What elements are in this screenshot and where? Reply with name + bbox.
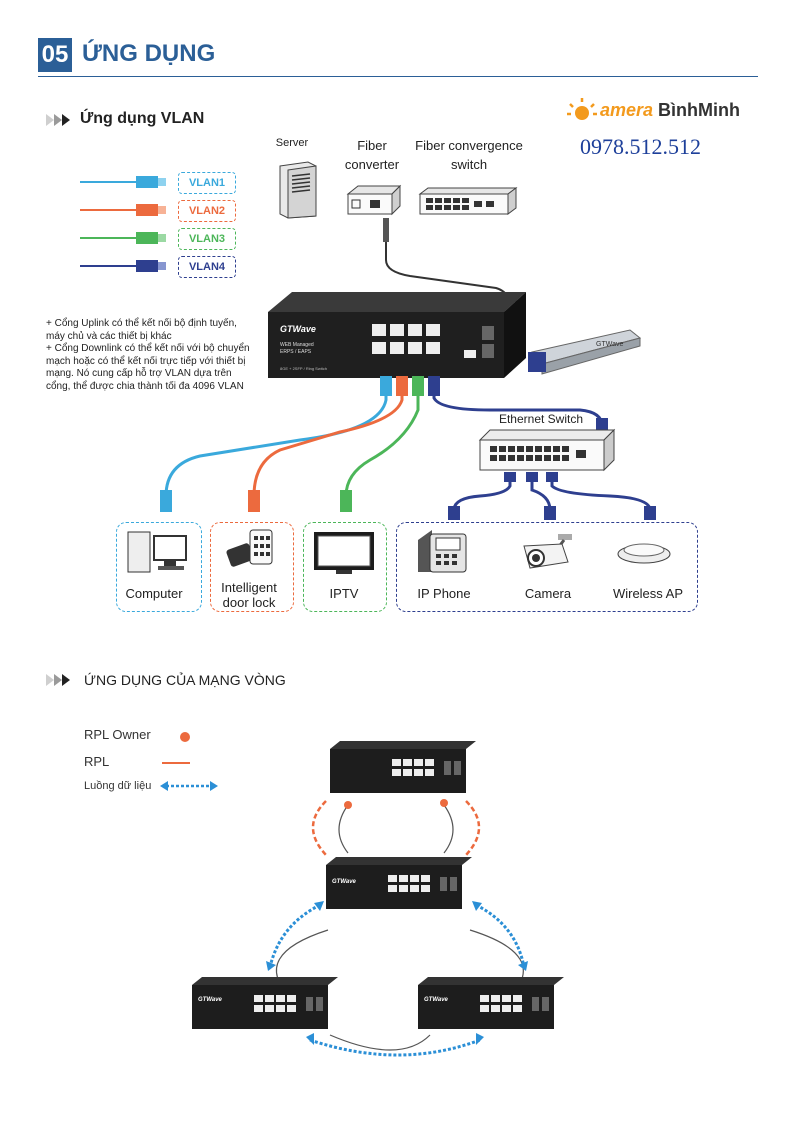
legend-data-flow: Luồng dữ liệu — [84, 780, 152, 792]
ring-section-title: ỨNG DỤNG CỦA MẠNG VÒNG — [84, 672, 286, 688]
camera-label: Camera — [524, 586, 572, 601]
brand-prefix: amera — [600, 100, 654, 120]
double-chevron-icon — [46, 114, 70, 126]
svg-text:GTWave: GTWave — [332, 879, 357, 885]
ip-phone-label: IP Phone — [417, 586, 471, 601]
computer-label: Computer — [125, 586, 183, 601]
server-label: Server — [275, 137, 309, 149]
ethernet-switch-cables — [448, 472, 656, 520]
iptv-label: IPTV — [329, 586, 359, 601]
blue-devices-box — [396, 522, 698, 612]
ip-phone-icon — [418, 530, 467, 573]
svg-text:GTWave: GTWave — [424, 997, 449, 1003]
switch-bottom-label: 8GE + 2SFP / Ring Switch — [280, 366, 327, 371]
brand-phone: 0978.512.512 — [580, 134, 701, 159]
iptv-box — [303, 522, 387, 612]
tv-icon — [314, 532, 374, 574]
vlan2-tag: VLAN2 — [178, 200, 236, 222]
vlan-notes: + Cổng Uplink có thể kết nối bộ định tuy… — [46, 318, 256, 393]
section-number: 05 — [38, 38, 72, 72]
fiber-converter-icon — [346, 184, 402, 216]
brand-logo: amera BìnhMinh — [566, 96, 766, 128]
computer-box — [116, 522, 202, 612]
note-downlink: + Cổng Downlink có thể kết nối với bộ ch… — [46, 343, 250, 392]
door-lock-icon — [226, 529, 273, 567]
note-uplink: + Cổng Uplink có thể kết nối bộ định tuy… — [46, 318, 237, 342]
sun-logo-icon — [567, 98, 597, 120]
rpl-owner-dot-icon — [180, 732, 190, 742]
vlan-cables — [80, 176, 166, 272]
svg-text:GTWave: GTWave — [596, 341, 623, 348]
fiber-switch-label: Fiber convergence switch — [415, 138, 523, 172]
sfp-module-icon: GTWave — [528, 329, 642, 375]
legend-rpl: RPL — [84, 754, 110, 769]
ethernet-switch-icon — [478, 428, 616, 472]
server-icon — [279, 161, 317, 219]
fiber-converter-label: Fiber converter — [344, 138, 400, 172]
double-chevron-icon — [46, 674, 70, 686]
section-divider — [38, 76, 758, 77]
camera-icon — [523, 534, 572, 569]
svg-text:GTWave: GTWave — [198, 997, 223, 1003]
switch-model-2: ERPS / EAPS — [280, 349, 312, 355]
wireless-ap-icon — [617, 543, 671, 564]
ring-diagram: GTWave GTWave GTWave — [192, 741, 564, 1057]
downlink-cables — [160, 376, 608, 512]
door-lock-label-1: Intelligent — [221, 580, 277, 595]
legend-rpl-owner: RPL Owner — [84, 727, 151, 742]
switch-brand: GTWave — [280, 324, 316, 334]
vlan3-tag: VLAN3 — [178, 228, 236, 250]
computer-icon — [127, 531, 187, 573]
fiber-switch-icon — [418, 187, 518, 215]
brand-suffix: BìnhMinh — [653, 100, 741, 120]
vlan4-tag: VLAN4 — [178, 256, 236, 278]
switch-model-1: WEB Managed — [280, 342, 314, 348]
section-title: ỨNG DỤNG — [82, 40, 216, 67]
door-lock-box — [210, 522, 294, 612]
door-lock-label-2: door lock — [222, 595, 276, 610]
main-switch: GTWave WEB Managed ERPS / EAPS 8GE + 2SF… — [268, 290, 526, 380]
wireless-ap-label: Wireless AP — [612, 586, 684, 601]
data-flow-arrow-icon — [160, 781, 218, 791]
ethernet-switch-label: Ethernet Switch — [498, 412, 584, 426]
vlan-section-title: Ứng dụng VLAN — [80, 110, 205, 127]
vlan1-tag: VLAN1 — [178, 172, 236, 194]
rpl-line-icon — [162, 762, 190, 764]
